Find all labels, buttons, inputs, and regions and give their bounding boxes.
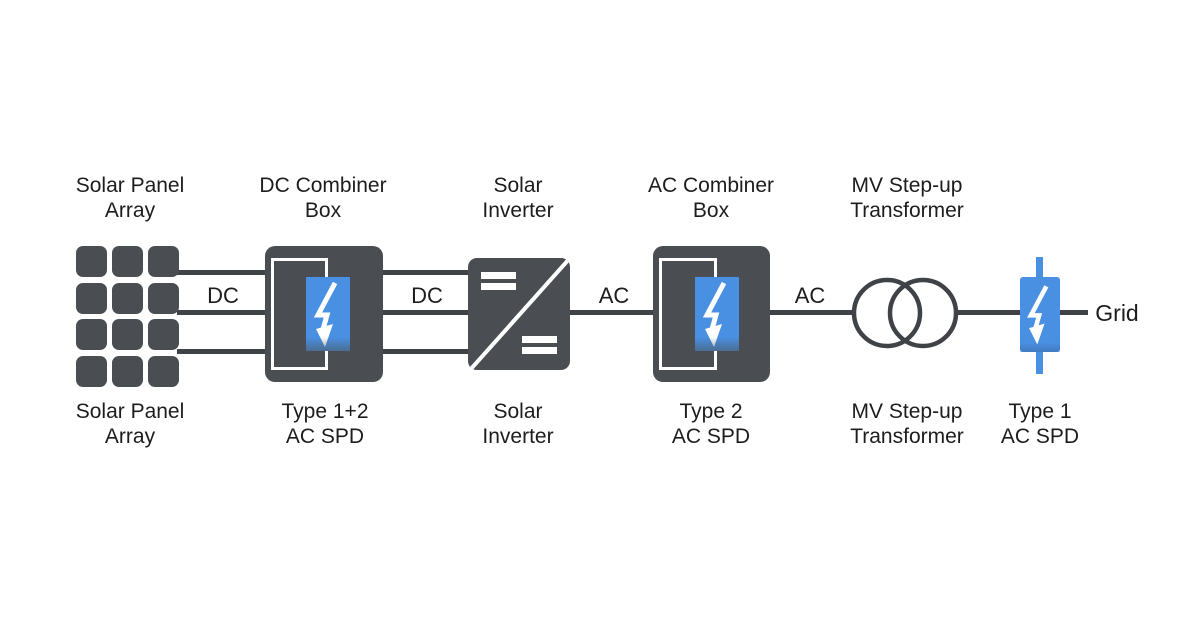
transformer-circles-icon: [851, 277, 959, 349]
grid-spd-label: Type 1 AC SPD: [1000, 400, 1080, 448]
grid-label: Grid: [1095, 300, 1139, 326]
dc-label-2: DC: [411, 283, 443, 308]
solar-array-top-label: Solar Panel Array: [75, 174, 185, 222]
grid-spd-top-stub: [1036, 257, 1043, 279]
dc-combiner-top-label: DC Combiner Box: [259, 174, 387, 222]
transformer-top-label: MV Step-up Transformer: [850, 174, 964, 222]
wire-combiner-inverter-1: [382, 270, 469, 275]
solar-panel-array-icon: [76, 246, 179, 387]
ac-label-1: AC: [598, 283, 630, 308]
wire-accombiner-transformer: [769, 310, 854, 315]
dc-combiner-spd-module: [306, 277, 350, 351]
wire-combiner-inverter-3: [382, 349, 469, 354]
dc-label-1: DC: [207, 283, 239, 308]
spd-lightning-icon: [1027, 285, 1049, 345]
grid-spd-module: [1020, 277, 1060, 352]
wire-array-combiner-2: [177, 310, 266, 315]
ac-combiner-top-label: AC Combiner Box: [647, 174, 775, 222]
grid-spd-bottom-stub: [1036, 350, 1043, 374]
wire-combiner-inverter-2: [382, 310, 469, 315]
ac-combiner-spd-module: [695, 277, 739, 351]
ac-combiner-spd-label: Type 2 AC SPD: [671, 400, 751, 448]
solar-inverter-top-label: Solar Inverter: [482, 174, 554, 222]
wire-spd-grid: [1059, 310, 1088, 315]
ac-label-2: AC: [794, 283, 826, 308]
dc-combiner-spd-label: Type 1+2 AC SPD: [281, 400, 369, 448]
ac-combiner-box: [653, 246, 770, 382]
wire-transformer-spd: [956, 310, 1021, 315]
spd-lightning-icon: [313, 281, 338, 347]
wire-array-combiner-1: [177, 270, 266, 275]
transformer-bottom-label: MV Step-up Transformer: [850, 400, 964, 448]
solar-array-bottom-label: Solar Panel Array: [75, 400, 185, 448]
wire-inverter-accombiner: [569, 310, 654, 315]
solar-inverter-icon: [468, 258, 570, 370]
spd-lightning-icon: [702, 281, 727, 347]
wire-array-combiner-3: [177, 349, 266, 354]
solar-inverter-bottom-label: Solar Inverter: [482, 400, 554, 448]
dc-combiner-box: [265, 246, 383, 382]
